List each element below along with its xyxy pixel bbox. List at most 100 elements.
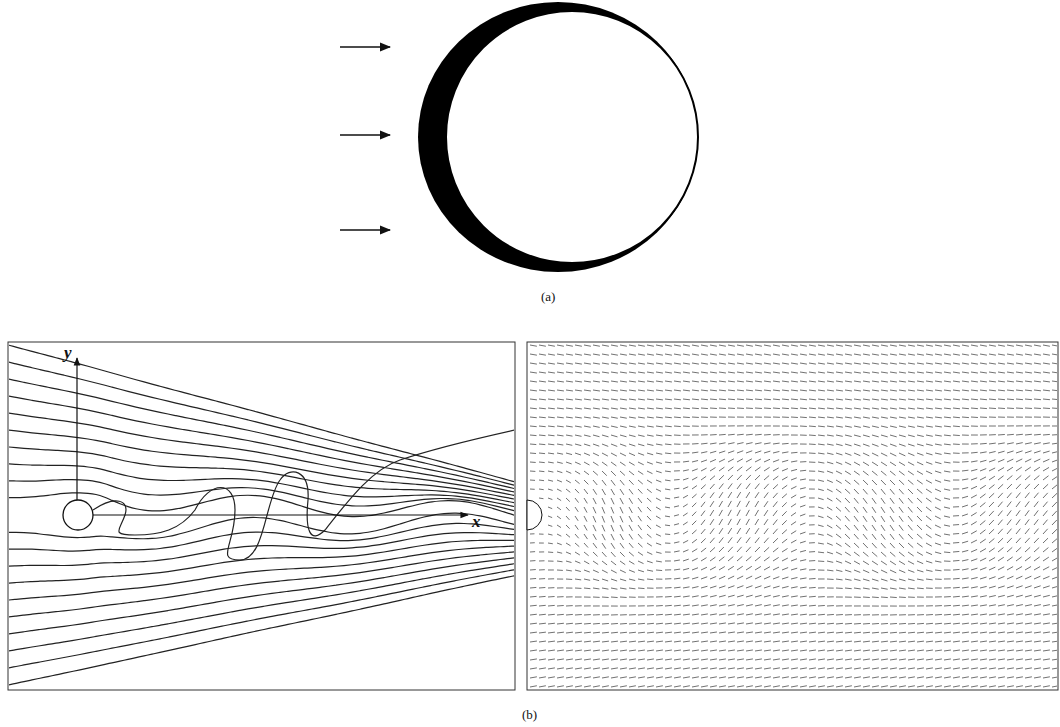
- velocity-vector: [782, 460, 788, 462]
- velocity-vector: [962, 372, 969, 373]
- velocity-vector: [737, 605, 744, 606]
- velocity-vector: [845, 435, 852, 437]
- velocity-vector: [611, 650, 618, 652]
- velocity-vector: [980, 417, 987, 418]
- velocity-vector: [692, 668, 699, 669]
- velocity-vector: [791, 443, 798, 444]
- velocity-vector: [755, 459, 761, 462]
- velocity-vector: [953, 435, 960, 437]
- velocity-vector: [881, 686, 888, 687]
- velocity-vector: [917, 561, 923, 564]
- velocity-vector: [548, 686, 555, 687]
- velocity-vector: [620, 390, 627, 391]
- velocity-vector: [845, 489, 850, 494]
- velocity-vector: [602, 480, 606, 485]
- velocity-vector: [656, 399, 663, 401]
- velocity-vector: [899, 426, 906, 427]
- velocity-vector: [935, 552, 941, 554]
- velocity-vector: [737, 614, 744, 615]
- velocity-vector: [791, 469, 797, 471]
- velocity-vector: [935, 480, 941, 482]
- velocity-vector: [575, 570, 581, 572]
- velocity-vector: [944, 381, 951, 383]
- velocity-vector: [719, 623, 726, 624]
- velocity-vector: [710, 459, 716, 462]
- velocity-vector: [836, 345, 843, 346]
- velocity-vector: [575, 489, 579, 493]
- velocity-vector: [737, 408, 744, 409]
- velocity-vector: [557, 587, 563, 588]
- velocity-vector: [575, 480, 580, 484]
- velocity-vector: [602, 668, 609, 669]
- velocity-vector: [692, 632, 699, 634]
- velocity-vector: [602, 579, 608, 581]
- velocity-vector: [899, 408, 906, 409]
- velocity-vector: [926, 363, 933, 364]
- velocity-vector: [557, 561, 563, 563]
- velocity-vector: [611, 399, 618, 400]
- velocity-vector: [800, 641, 807, 643]
- velocity-vector: [845, 363, 852, 364]
- velocity-vector: [539, 426, 546, 428]
- velocity-vector: [764, 528, 768, 534]
- velocity-vector: [701, 426, 708, 427]
- velocity-vector: [647, 462, 653, 464]
- velocity-vector: [944, 345, 951, 346]
- velocity-vector: [638, 597, 645, 598]
- velocity-vector: [953, 686, 960, 687]
- velocity-vector: [863, 552, 868, 556]
- velocity-vector: [944, 408, 951, 410]
- velocity-vector: [548, 578, 554, 579]
- velocity-vector: [602, 417, 609, 418]
- velocity-vector: [728, 475, 733, 480]
- velocity-vector: [872, 489, 876, 494]
- velocity-vector: [962, 488, 968, 489]
- velocity-vector: [746, 467, 751, 471]
- velocity-vector: [656, 480, 661, 482]
- streamline: [9, 540, 514, 583]
- velocity-vector: [674, 614, 681, 616]
- velocity-vector: [620, 345, 627, 346]
- velocity-vector: [548, 596, 555, 597]
- velocity-vector: [746, 345, 753, 346]
- velocity-vector: [548, 516, 552, 518]
- velocity-vector: [773, 484, 778, 489]
- velocity-vector: [872, 444, 879, 446]
- velocity-vector: [980, 372, 987, 373]
- velocity-vector: [944, 543, 950, 545]
- velocity-vector: [683, 426, 690, 427]
- velocity-vector: [773, 510, 777, 516]
- velocity-vector: [818, 525, 824, 527]
- velocity-vector: [746, 354, 753, 355]
- velocity-vector: [953, 542, 959, 544]
- velocity-vector: [935, 345, 942, 346]
- velocity-vector: [665, 381, 672, 383]
- velocity-vector: [917, 543, 923, 547]
- velocity-vector: [791, 686, 798, 687]
- velocity-vector: [881, 381, 888, 382]
- velocity-vector: [602, 471, 607, 476]
- velocity-vector: [890, 632, 897, 634]
- velocity-vector: [971, 443, 978, 444]
- velocity-vector: [926, 686, 933, 687]
- velocity-vector: [926, 471, 932, 474]
- velocity-vector: [764, 586, 771, 588]
- velocity-vector: [620, 453, 626, 456]
- velocity-vector: [539, 462, 545, 464]
- velocity-vector: [602, 534, 605, 540]
- velocity-vector: [728, 501, 731, 507]
- velocity-vector: [890, 498, 894, 504]
- velocity-vector: [746, 451, 752, 453]
- velocity-vector: [962, 550, 968, 552]
- velocity-vector: [854, 345, 861, 346]
- velocity-vector: [944, 426, 951, 428]
- velocity-vector: [773, 677, 780, 678]
- velocity-vector: [845, 498, 850, 503]
- velocity-vector: [593, 435, 599, 437]
- velocity-vector: [566, 677, 573, 678]
- velocity-vector: [737, 595, 744, 597]
- velocity-vector: [845, 552, 851, 556]
- velocity-vector: [611, 534, 614, 540]
- velocity-vector: [593, 507, 596, 513]
- velocity-vector: [593, 632, 600, 634]
